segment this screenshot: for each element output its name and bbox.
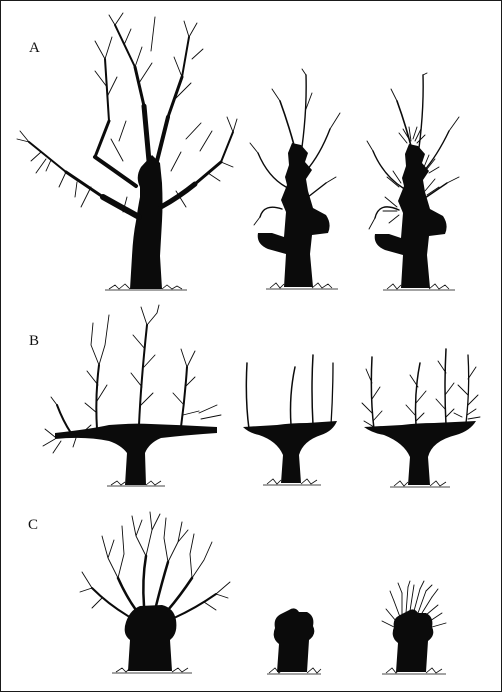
tree-b3-regrowth [358, 343, 483, 491]
tree-c3-pollard-regrowth [366, 579, 456, 679]
tree-b2-lopped [241, 349, 341, 489]
tree-a2-lopped [246, 69, 356, 294]
row-label-c: C [28, 518, 38, 533]
row-label-b: B [29, 334, 39, 349]
tree-b1-full-grown [41, 301, 226, 491]
tree-c2-pollarded [263, 604, 323, 679]
tree-a3-regrowth [363, 73, 478, 295]
tree-c1-full-grown [76, 506, 236, 678]
tree-a1-full-grown [11, 11, 241, 296]
